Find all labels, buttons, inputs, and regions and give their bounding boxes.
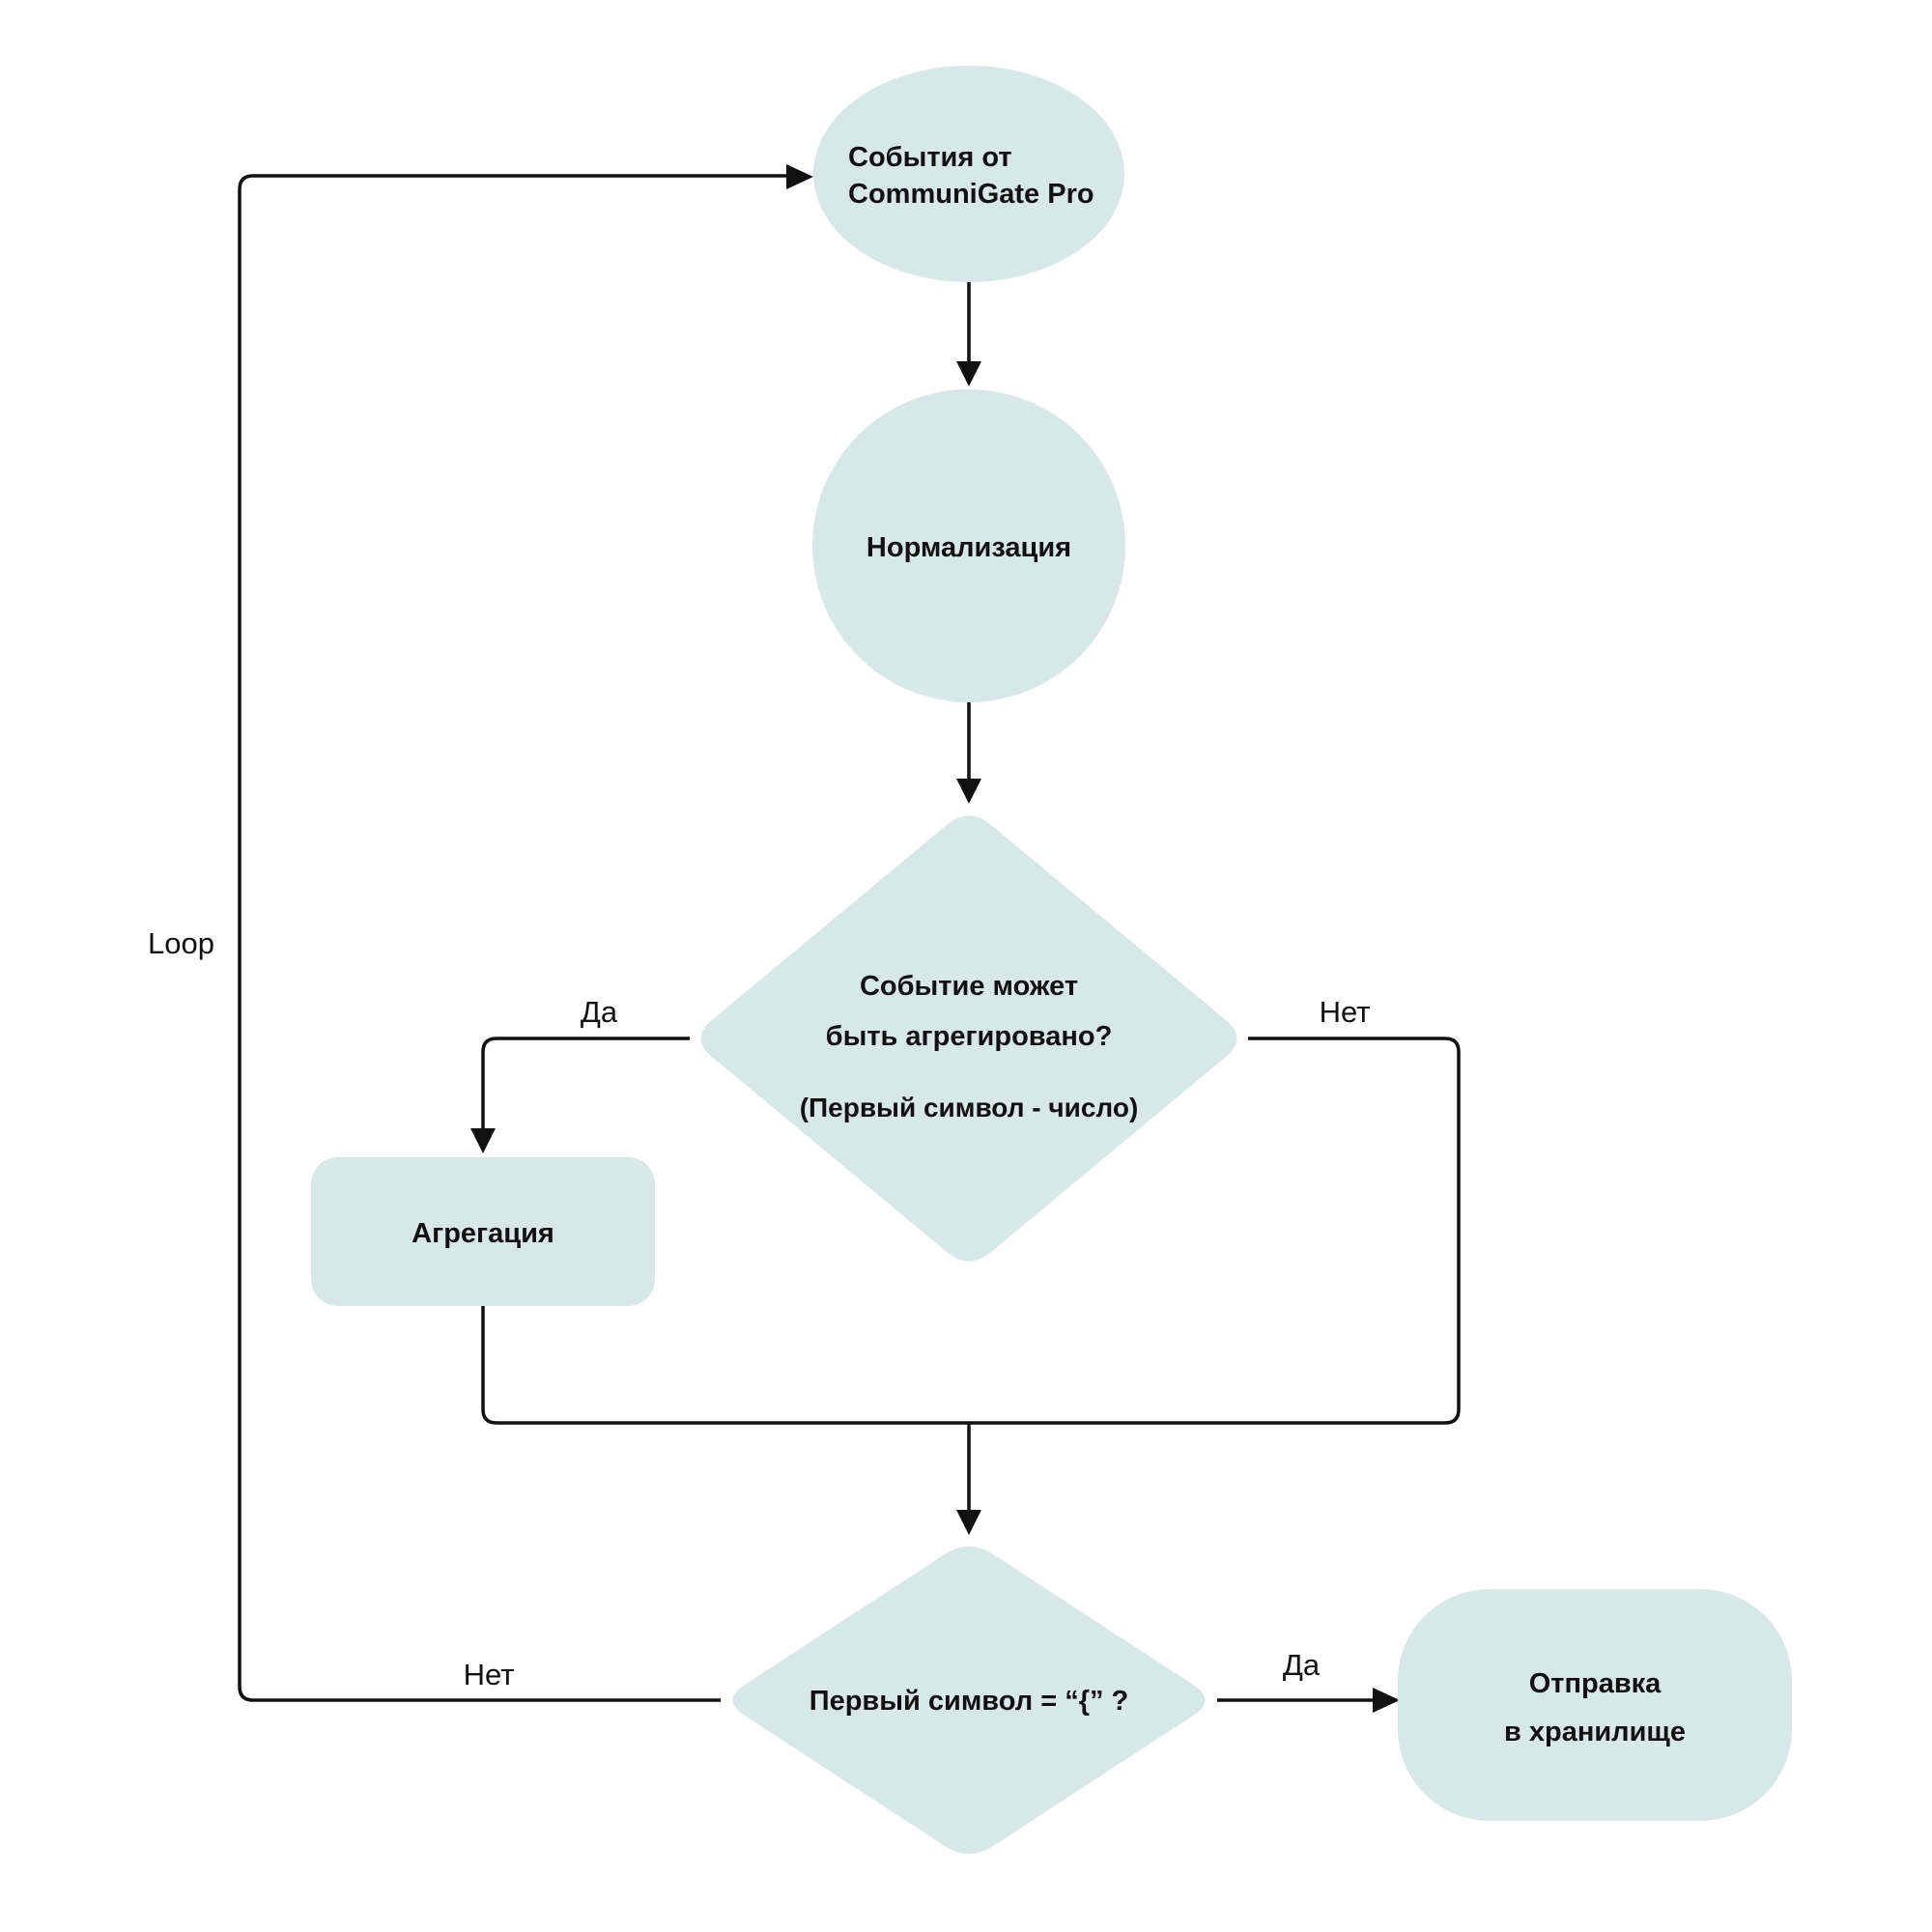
aggregate-decision-diamond-shape bbox=[700, 815, 1237, 1262]
normalization-circle-shape bbox=[812, 389, 1125, 702]
aggregation-box-shape bbox=[311, 1157, 655, 1306]
edge-loop bbox=[238, 174, 788, 1702]
arrowhead-into-aggregation bbox=[470, 1128, 496, 1153]
first-char-decision-question: Первый символ = “{” ? bbox=[810, 1686, 1129, 1717]
edge-label-first-char-no: Нет bbox=[464, 1658, 515, 1691]
connectors bbox=[238, 164, 1461, 1713]
aggregate-decision-question-line2: быть агрегировано? bbox=[826, 1021, 1113, 1052]
aggregate-decision-note: (Первый символ - число) bbox=[800, 1093, 1139, 1122]
storage-terminal-shape bbox=[1398, 1589, 1792, 1821]
arrowhead-into-decision2 bbox=[956, 1510, 981, 1535]
edge-aggregation-to-merge bbox=[481, 1306, 1445, 1425]
first-char-decision-diamond-shape bbox=[732, 1547, 1206, 1854]
arrowhead-into-decision1 bbox=[956, 779, 981, 804]
start-ellipse-shape bbox=[813, 66, 1124, 282]
storage-terminal-label-line2: в хранилище bbox=[1504, 1717, 1686, 1747]
edge-labels: Loop Да Нет Да Нет bbox=[148, 926, 1370, 1691]
edge-decision1-yes bbox=[481, 1037, 690, 1130]
arrowhead-into-circle bbox=[956, 361, 981, 386]
edge-label-first-char-yes: Да bbox=[1283, 1648, 1321, 1682]
arrowhead-into-start-ellipse bbox=[786, 164, 813, 189]
nodes: События от CommuniGate Pro Нормализация … bbox=[311, 66, 1792, 1854]
edge-decision1-no bbox=[1248, 1037, 1461, 1425]
start-ellipse-label-line2: CommuniGate Pro bbox=[848, 179, 1094, 210]
storage-terminal-label-line1: Отправка bbox=[1529, 1668, 1662, 1699]
aggregation-box-label: Агрегация bbox=[412, 1218, 554, 1249]
arrowhead-into-storage bbox=[1373, 1688, 1400, 1713]
edge-label-aggregate-yes: Да bbox=[581, 995, 618, 1029]
normalization-circle-label: Нормализация bbox=[867, 532, 1071, 563]
edge-label-aggregate-no: Нет bbox=[1320, 995, 1371, 1029]
start-ellipse-label-line1: События от bbox=[848, 142, 1012, 173]
edge-label-loop: Loop bbox=[148, 926, 214, 960]
aggregate-decision-question-line1: Событие может bbox=[860, 971, 1078, 1002]
